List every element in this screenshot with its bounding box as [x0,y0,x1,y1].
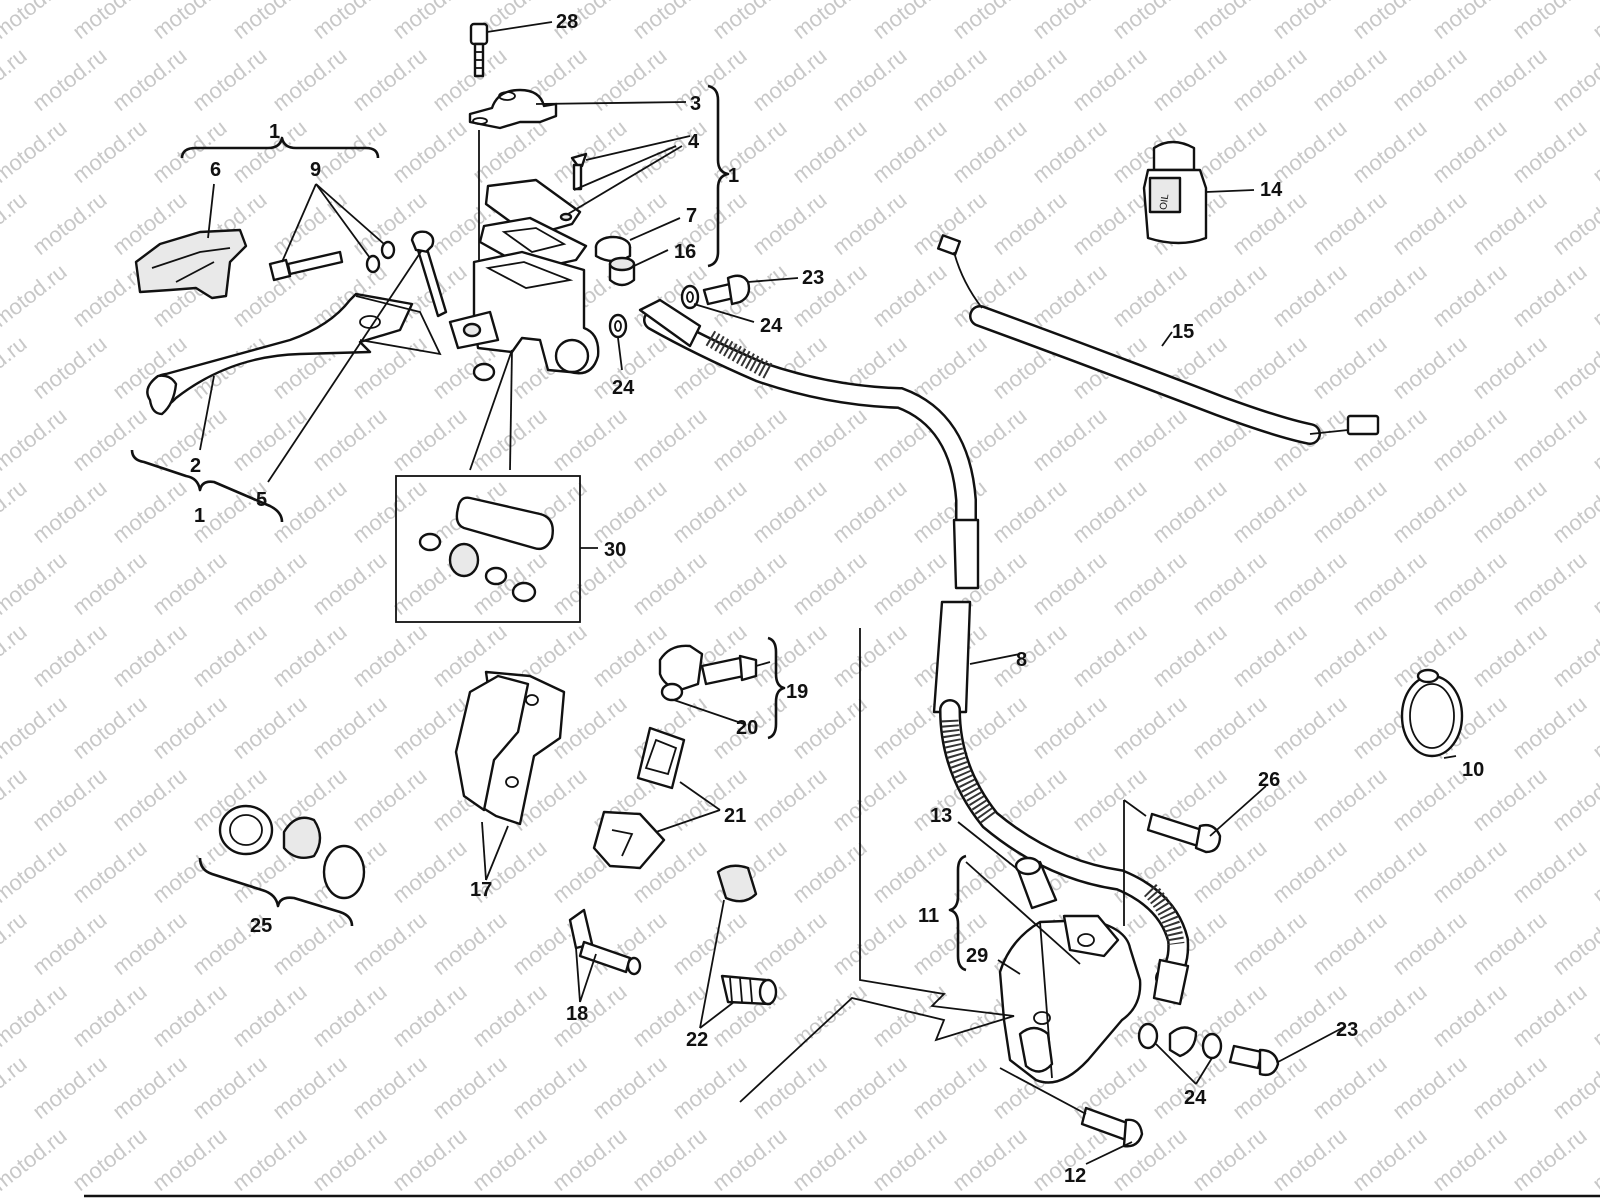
callout-20: 20 [736,717,758,739]
callout-17: 17 [470,879,492,901]
assembly-pointer [739,628,1015,1103]
pad-pin-18 [568,908,642,976]
pivot-bolt-5 [410,230,448,318]
switch-cable-15 [936,234,1380,445]
callout-2: 2 [190,455,201,477]
callout-24-left: 24 [612,377,635,399]
callout-24-top: 24 [760,315,783,337]
callout-6: 6 [210,159,221,181]
bushing-16 [608,256,636,287]
callout-11: 11 [918,905,939,927]
brace-19 [767,636,786,740]
callout-7: 7 [686,205,697,227]
brace-11 [948,854,967,972]
screw-9 [268,240,396,282]
brake-pad-21 [592,726,686,870]
brake-caliper-29 [998,914,1142,1084]
seal-kit-25 [218,804,366,900]
callout-1-top: 1 [269,121,280,143]
hose-clamp-10 [1400,668,1464,758]
piston-kit-30 [395,475,581,623]
brace-1-right [707,84,730,268]
callout-22: 22 [686,1029,708,1051]
brake-hose-8 [638,298,1190,1006]
callout-24-bottom: 24 [1184,1087,1207,1109]
callout-25: 25 [250,915,272,937]
callout-10: 10 [1462,759,1484,781]
brake-fluid-bottle: OIL [1142,140,1208,245]
callout-21: 21 [724,805,746,827]
callout-19: 19 [786,681,808,703]
callout-5: 5 [256,489,267,511]
washer-24-a [608,313,628,339]
callout-28: 28 [556,11,578,33]
banjo-bolt-23-top [702,274,751,306]
callout-23-bottom: 23 [1336,1019,1358,1041]
bleeder-valve-19-20 [658,644,758,702]
brake-lever-2 [150,292,414,407]
guide-bushing-22 [716,864,778,1006]
callout-13: 13 [930,805,952,827]
callout-23-top: 23 [802,267,824,289]
lever-guard-6 [134,228,248,300]
reservoir-cap [484,178,582,238]
brace-1-top [180,136,380,159]
bolt-28 [469,22,489,78]
callout-1-right: 1 [728,165,739,187]
callout-3: 3 [690,93,701,115]
bottle-label: OIL [1158,193,1171,211]
brace-1-bottom [130,449,284,523]
spacer-13 [1014,856,1058,910]
callout-29: 29 [966,945,988,967]
callout-4: 4 [688,131,700,153]
callout-26: 26 [1258,769,1280,791]
brace-25 [198,857,354,927]
callout-18: 18 [566,1003,588,1025]
bolt-12 [999,1067,1144,1148]
callout-15: 15 [1172,321,1194,343]
screw-4 [570,152,588,191]
callout-8: 8 [1016,649,1027,671]
washer-24-d [1201,1032,1223,1060]
callout-30: 30 [604,539,626,561]
callout-1-bottom: 1 [194,505,205,527]
handlebar-clamp-3 [468,88,558,130]
callout-12: 12 [1064,1165,1086,1187]
washer-24-b [680,284,700,310]
callout-9: 9 [310,159,321,181]
callout-16: 16 [674,241,696,263]
banjo-bolt-23-bottom [1228,1044,1280,1077]
master-cylinder-group [410,22,600,382]
callout-14: 14 [1260,179,1283,201]
caliper-bracket-17 [454,670,566,826]
washer-24-c [1137,1022,1159,1050]
